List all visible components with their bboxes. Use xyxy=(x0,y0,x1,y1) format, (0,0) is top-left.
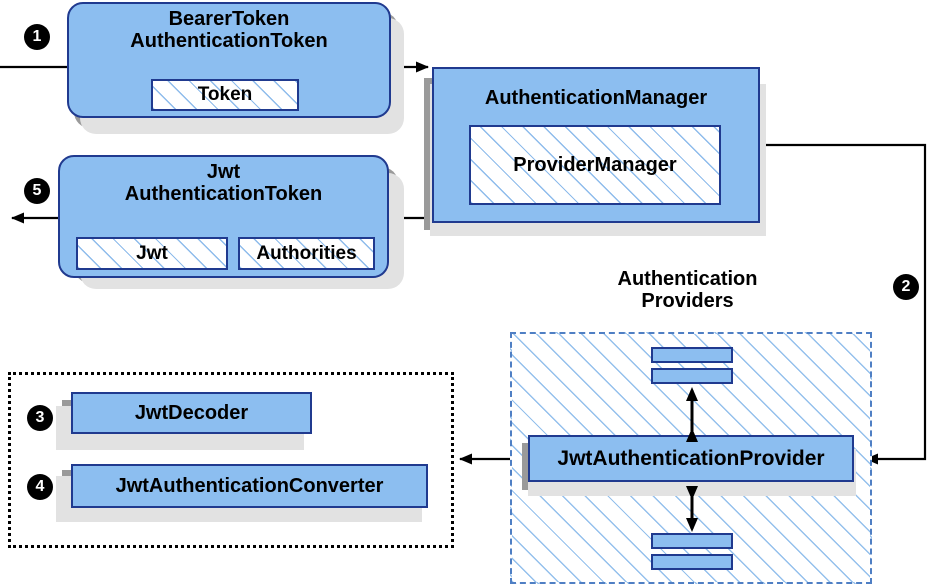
badge-step-1: 1 xyxy=(24,24,50,50)
authentication-manager-title: AuthenticationManager xyxy=(484,87,708,109)
bearer-token-title: BearerToken AuthenticationToken xyxy=(130,8,328,53)
badge-step-2: 2 xyxy=(893,274,919,300)
node-jwt-authentication-provider[interactable]: JwtAuthenticationProvider xyxy=(528,435,854,482)
node-jwt-decoder[interactable]: JwtDecoder xyxy=(71,392,312,434)
authentication-providers-title: Authentication Providers xyxy=(617,268,758,313)
node-jwt-authentication-converter[interactable]: JwtAuthenticationConverter xyxy=(71,464,428,508)
sibling-provider-bar-top-1[interactable] xyxy=(651,347,733,363)
badge-step-4: 4 xyxy=(27,474,53,500)
bearer-token-inner-token[interactable]: Token xyxy=(151,79,299,111)
authentication-manager-inner-provider-manager[interactable]: ProviderManager xyxy=(469,125,721,205)
sibling-provider-bar-bottom-2[interactable] xyxy=(651,554,733,570)
sibling-provider-bar-bottom-1[interactable] xyxy=(651,533,733,549)
jwt-token-title: Jwt AuthenticationToken xyxy=(124,161,323,206)
badge-step-3: 3 xyxy=(27,405,53,431)
jwt-token-inner-jwt[interactable]: Jwt xyxy=(76,237,228,270)
jwt-support-group xyxy=(8,372,454,548)
badge-step-5: 5 xyxy=(24,178,50,204)
sibling-provider-bar-top-2[interactable] xyxy=(651,368,733,384)
jwt-token-inner-authorities[interactable]: Authorities xyxy=(238,237,375,270)
